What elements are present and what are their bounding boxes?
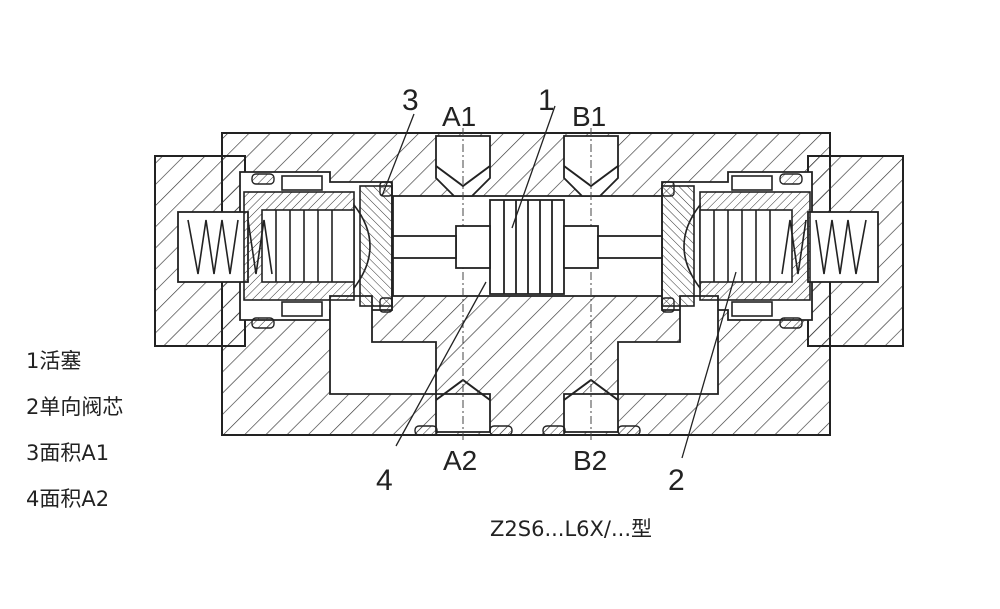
legend-item-piston: 1活塞	[26, 349, 82, 373]
left-check-valve	[187, 175, 393, 317]
legend-item-area-a2: 4面积A2	[26, 487, 110, 511]
parts-legend: 1活塞 2单向阀芯 3面积A1 4面积A2	[26, 346, 123, 530]
callout-piston: 1	[538, 84, 555, 117]
port-label-a1: A1	[442, 101, 476, 132]
callout-check-valve: 2	[668, 464, 685, 497]
model-label: Z2S6...L6X/...型	[490, 517, 653, 541]
legend-item-check-valve: 2单向阀芯	[26, 395, 124, 419]
callout-area-a2: 4	[376, 464, 393, 497]
port-label-b1: B1	[572, 101, 606, 132]
seals	[251, 173, 803, 436]
port-label-a2: A2	[443, 445, 477, 476]
port-label-b2: B2	[573, 445, 607, 476]
legend-item-area-a1: 3面积A1	[26, 441, 110, 465]
piston	[392, 199, 663, 295]
centerlines	[462, 128, 592, 440]
leader-lines	[381, 105, 737, 459]
callout-area-a1: 3	[402, 84, 419, 117]
right-check-valve	[661, 175, 867, 317]
